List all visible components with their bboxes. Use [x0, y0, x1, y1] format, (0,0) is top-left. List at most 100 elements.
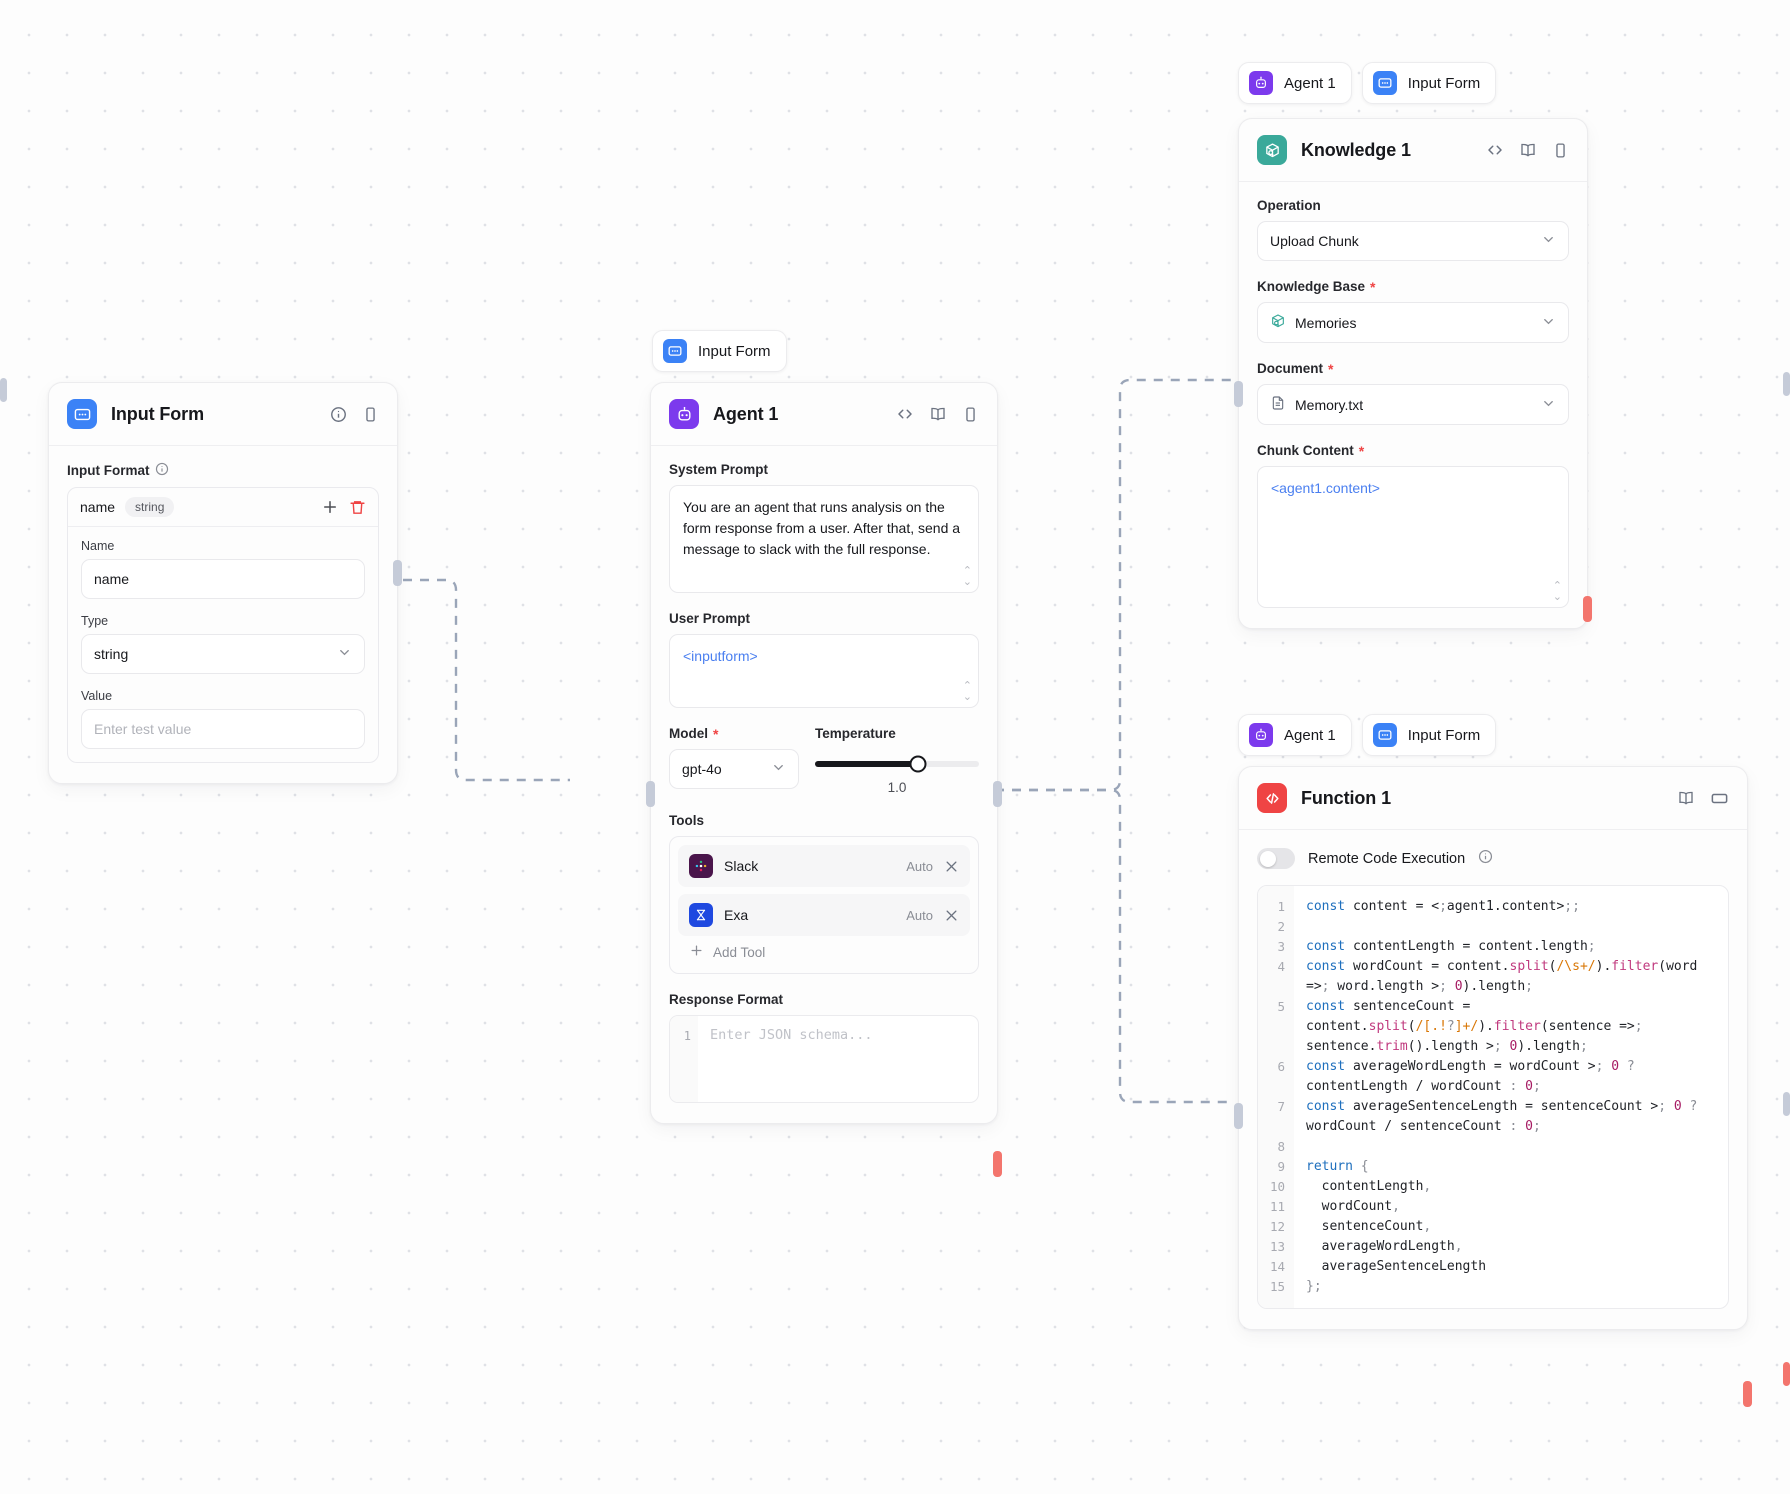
- canvas-handle-right-mid[interactable]: [1783, 1092, 1790, 1116]
- book-icon[interactable]: [1519, 141, 1537, 159]
- line-number: 10: [1269, 1179, 1285, 1194]
- output-handle-right[interactable]: [993, 781, 1002, 807]
- input-format-box: name string Name: [67, 487, 379, 763]
- chip-input-form[interactable]: Input Form: [652, 330, 787, 372]
- chevron-down-icon: [1541, 314, 1556, 332]
- document-icon: [1270, 395, 1286, 414]
- input-handle[interactable]: [1234, 381, 1243, 407]
- panel-icon[interactable]: [362, 406, 379, 423]
- code-line: };: [1306, 1279, 1322, 1294]
- input-handle[interactable]: [646, 781, 655, 807]
- input-form-body: Input Format name string: [49, 446, 397, 783]
- panel-icon[interactable]: [1552, 142, 1569, 159]
- maximize-icon[interactable]: [1710, 789, 1729, 808]
- code-icon[interactable]: [896, 405, 914, 423]
- format-fields: Name name Type string Value Enter test v…: [68, 527, 378, 762]
- node-agent-1[interactable]: Agent 1 System Prompt: [646, 382, 1002, 1177]
- chip-agent-1[interactable]: Agent 1: [1238, 714, 1352, 756]
- line-number: 5: [1277, 999, 1285, 1014]
- info-icon[interactable]: [330, 406, 347, 423]
- remote-code-execution-toggle[interactable]: [1257, 848, 1295, 869]
- tool-name: Exa: [724, 907, 749, 923]
- chip-agent-1[interactable]: Agent 1: [1238, 62, 1352, 104]
- slider-thumb[interactable]: [909, 755, 927, 773]
- book-icon[interactable]: [929, 405, 947, 423]
- input-form-header[interactable]: Input Form: [49, 383, 397, 446]
- input-form-icon: [67, 399, 97, 429]
- node-input-form[interactable]: Input Form Input Format: [48, 382, 402, 784]
- tool-row-slack[interactable]: Slack Auto: [678, 845, 970, 887]
- document-select[interactable]: Memory.txt: [1257, 384, 1569, 425]
- chevron-down-icon: [1541, 396, 1556, 414]
- output-handle[interactable]: [1743, 1381, 1752, 1407]
- code-line: [1306, 917, 1716, 937]
- panel-icon[interactable]: [962, 406, 979, 423]
- line-number: 1: [1277, 899, 1285, 914]
- format-row[interactable]: name string: [68, 488, 378, 527]
- code-line: averageWordLength,: [1306, 1239, 1463, 1254]
- remove-tool-button[interactable]: [944, 908, 959, 923]
- delete-field-button[interactable]: [349, 499, 366, 516]
- resize-grip-icon[interactable]: ⌃⌄: [1552, 580, 1562, 603]
- type-select[interactable]: string: [81, 634, 365, 674]
- input-form-icon: [1372, 71, 1397, 95]
- code-icon[interactable]: [1486, 141, 1504, 159]
- chunk-content-textarea[interactable]: <agent1.content> ⌃⌄: [1257, 466, 1569, 608]
- output-handle[interactable]: [1583, 596, 1592, 622]
- tool-row-exa[interactable]: Exa Auto: [678, 894, 970, 936]
- response-format-editor[interactable]: 1 Enter JSON schema...: [669, 1015, 979, 1103]
- info-icon[interactable]: [155, 462, 169, 479]
- code-line: const averageSentenceLength = sentenceCo…: [1306, 1099, 1706, 1134]
- code-line: wordCount,: [1306, 1199, 1400, 1214]
- node-knowledge-1[interactable]: Knowledge 1 Operation Upload Chunk: [1234, 118, 1592, 629]
- knowledge-base-value: Memories: [1295, 314, 1357, 331]
- knowledge-incoming-chips: Agent 1 Input Form: [1238, 62, 1497, 104]
- response-format-label: Response Format: [669, 992, 784, 1007]
- system-prompt-textarea[interactable]: You are an agent that runs analysis on t…: [669, 485, 979, 593]
- knowledge-icon: [1257, 135, 1287, 165]
- book-icon[interactable]: [1677, 789, 1695, 807]
- name-label: Name: [81, 539, 115, 553]
- error-output-handle[interactable]: [993, 1151, 1002, 1177]
- response-format-placeholder: Enter JSON schema...: [710, 1027, 873, 1043]
- chunk-content-value: <agent1.content>: [1271, 480, 1380, 496]
- line-number: 15: [1269, 1279, 1285, 1294]
- model-select[interactable]: gpt-4o: [669, 749, 799, 789]
- temperature-slider[interactable]: [815, 749, 979, 773]
- remote-code-execution-label: Remote Code Execution: [1308, 850, 1466, 867]
- temperature-column: Temperature 1.0: [815, 726, 979, 795]
- knowledge-header[interactable]: Knowledge 1: [1239, 119, 1587, 182]
- input-handle[interactable]: [1234, 1103, 1243, 1129]
- chip-input-form[interactable]: Input Form: [1361, 62, 1497, 104]
- knowledge-base-select[interactable]: Memories: [1257, 302, 1569, 343]
- canvas-handle-left[interactable]: [0, 378, 7, 402]
- system-prompt-text: You are an agent that runs analysis on t…: [683, 499, 961, 557]
- resize-grip-icon[interactable]: ⌃⌄: [962, 680, 972, 703]
- remote-code-execution-row[interactable]: Remote Code Execution: [1257, 846, 1729, 885]
- agent-header[interactable]: Agent 1: [651, 383, 997, 446]
- name-input[interactable]: name: [81, 559, 365, 599]
- chunk-content-label: Chunk Content *: [1257, 442, 1365, 459]
- output-handle[interactable]: [393, 560, 402, 586]
- node-function-1[interactable]: Function 1 Remote Code Execution: [1234, 766, 1752, 1407]
- add-field-button[interactable]: [321, 498, 339, 516]
- value-input[interactable]: Enter test value: [81, 709, 365, 749]
- info-icon[interactable]: [1478, 849, 1493, 869]
- input-form-icon: [1372, 723, 1397, 747]
- resize-grip-icon[interactable]: ⌃⌄: [962, 565, 972, 588]
- chip-input-form[interactable]: Input Form: [1361, 714, 1497, 756]
- tool-mode[interactable]: Auto: [906, 858, 933, 874]
- code-content[interactable]: const content = <;agent1.content>;; cons…: [1294, 886, 1728, 1308]
- user-prompt-textarea[interactable]: <inputform> ⌃⌄: [669, 634, 979, 708]
- canvas-handle-right-bottom[interactable]: [1783, 1362, 1790, 1386]
- operation-select[interactable]: Upload Chunk: [1257, 221, 1569, 261]
- tool-mode[interactable]: Auto: [906, 907, 933, 923]
- canvas-handle-right-top[interactable]: [1783, 372, 1790, 396]
- add-tool-button[interactable]: Add Tool: [678, 936, 970, 965]
- function-header[interactable]: Function 1: [1239, 767, 1747, 830]
- knowledge-base-label: Knowledge Base *: [1257, 278, 1376, 295]
- remove-tool-button[interactable]: [944, 859, 959, 874]
